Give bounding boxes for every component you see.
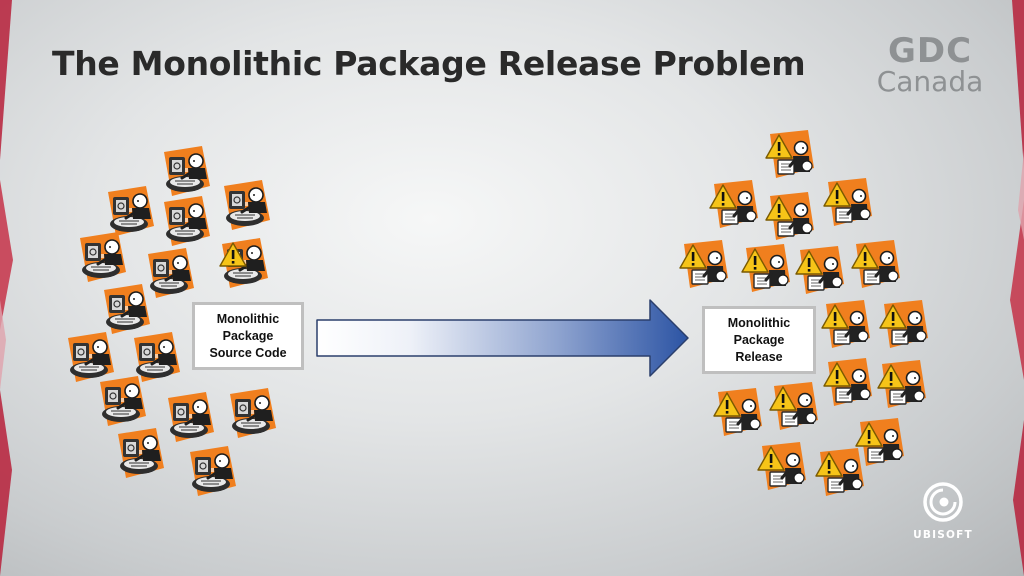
developer-icon (100, 284, 154, 338)
ubisoft-swirl-icon (923, 482, 963, 522)
ubisoft-logo-text: UBISOFT (913, 529, 973, 541)
right-red-strip (1010, 0, 1024, 576)
release-box-line1: Monolithic (727, 315, 791, 330)
warning-user-icon (712, 388, 766, 442)
release-box: Monolithic Package Release (702, 306, 816, 374)
release-arrow (316, 299, 689, 377)
warning-user-icon (794, 246, 848, 300)
warning-user-icon (764, 192, 818, 246)
warning-user-icon (678, 240, 732, 294)
developer-icon (220, 180, 274, 234)
warning-user-icon (764, 130, 818, 184)
warning-user-icon (708, 180, 762, 234)
developer-icon (114, 428, 168, 482)
developer-icon (96, 376, 150, 430)
slide-title: The Monolithic Package Release Problem (52, 44, 806, 83)
gdc-logo-line1: GDC (887, 31, 973, 71)
warning-user-icon (850, 240, 904, 294)
warning-icon (218, 238, 272, 292)
warning-user-icon (814, 448, 868, 502)
developer-icon (186, 446, 240, 500)
source-box-line2: Package (222, 328, 274, 343)
source-box-line3: Source Code (209, 345, 287, 360)
warning-user-icon (756, 442, 810, 496)
warning-user-icon (740, 244, 794, 298)
ubisoft-logo: UBISOFT (902, 482, 984, 541)
release-box-line2: Package (733, 332, 785, 347)
warning-user-icon (822, 358, 876, 412)
left-red-strip (0, 0, 13, 576)
developer-icon (160, 146, 214, 200)
warning-user-icon (820, 300, 874, 354)
developer-icon (76, 232, 130, 286)
warning-user-icon (822, 178, 876, 232)
gdc-canada-logo: GDC Canada (876, 34, 984, 96)
warning-user-icon (768, 382, 822, 436)
developer-icon (226, 388, 280, 442)
warning-user-icon (878, 300, 932, 354)
source-box-line1: Monolithic (216, 311, 280, 326)
warning-user-icon (876, 360, 930, 414)
release-box-line3: Release (735, 349, 783, 364)
developer-icon (160, 196, 214, 250)
developer-icon (164, 392, 218, 446)
gdc-logo-line2: Canada (876, 65, 984, 98)
source-code-box: Monolithic Package Source Code (192, 302, 304, 370)
